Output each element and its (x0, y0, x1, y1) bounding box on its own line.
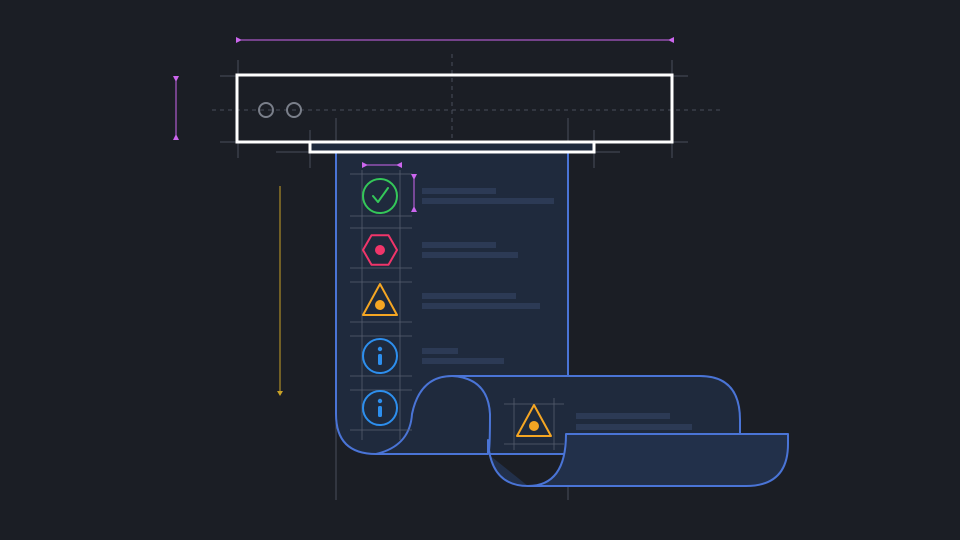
dimension-arrow (668, 37, 674, 43)
info-stem (378, 406, 382, 417)
error-dot (375, 245, 385, 255)
window-dots (258, 102, 302, 118)
error-hexagon-outline (362, 234, 398, 266)
error-hexagon-icon (362, 234, 398, 266)
dimension-arrow (362, 162, 368, 168)
check-circle-ring (362, 178, 398, 214)
warning-dot (375, 300, 385, 310)
placeholder-title-bar (422, 293, 516, 299)
notification-row (362, 283, 540, 316)
placeholder-text-bar (422, 198, 554, 204)
placeholder-text-bar (422, 252, 518, 258)
notification-row (362, 234, 518, 266)
warning-dot (529, 421, 539, 431)
info-circle-icon (362, 390, 398, 426)
info-circle-icon (362, 338, 398, 374)
info-stem (378, 354, 382, 365)
dimension-arrow (173, 76, 179, 82)
warning-triangle-outline (516, 404, 552, 437)
placeholder-text-bar (576, 424, 692, 430)
dimension-arrow (411, 206, 417, 212)
check-circle-icon (362, 178, 398, 214)
warning-triangle-outline (362, 283, 398, 316)
scroll-curl (375, 375, 741, 455)
info-circle-ring (362, 338, 398, 374)
placeholder-text-bar (422, 358, 504, 364)
dimension-arrow (236, 37, 242, 43)
notification-row (362, 178, 554, 214)
placeholder-title-bar (422, 348, 458, 354)
scroll-lower-flap (487, 433, 789, 487)
check-mark (372, 187, 389, 203)
dimension-arrow (396, 162, 402, 168)
dimension-markers (173, 37, 674, 396)
notification-row (362, 338, 504, 374)
dimension-arrow (411, 174, 417, 180)
flap-notification (504, 398, 692, 450)
info-dot (377, 398, 383, 404)
placeholder-title-bar (422, 188, 496, 194)
info-circle-ring (362, 390, 398, 426)
icon-column-grid (350, 170, 412, 440)
notification-row (362, 390, 398, 426)
dimension-arrow (277, 391, 283, 396)
window-dot (258, 102, 274, 118)
notification-rows (362, 178, 554, 426)
warning-triangle-icon (516, 404, 552, 437)
dimension-arrow (173, 134, 179, 140)
warning-triangle-icon (362, 283, 398, 316)
placeholder-title-bar (422, 242, 496, 248)
placeholder-text-bar (422, 303, 540, 309)
window-dot (286, 102, 302, 118)
header-frame-lip (308, 140, 596, 154)
info-dot (377, 346, 383, 352)
placeholder-title-bar (576, 413, 670, 419)
